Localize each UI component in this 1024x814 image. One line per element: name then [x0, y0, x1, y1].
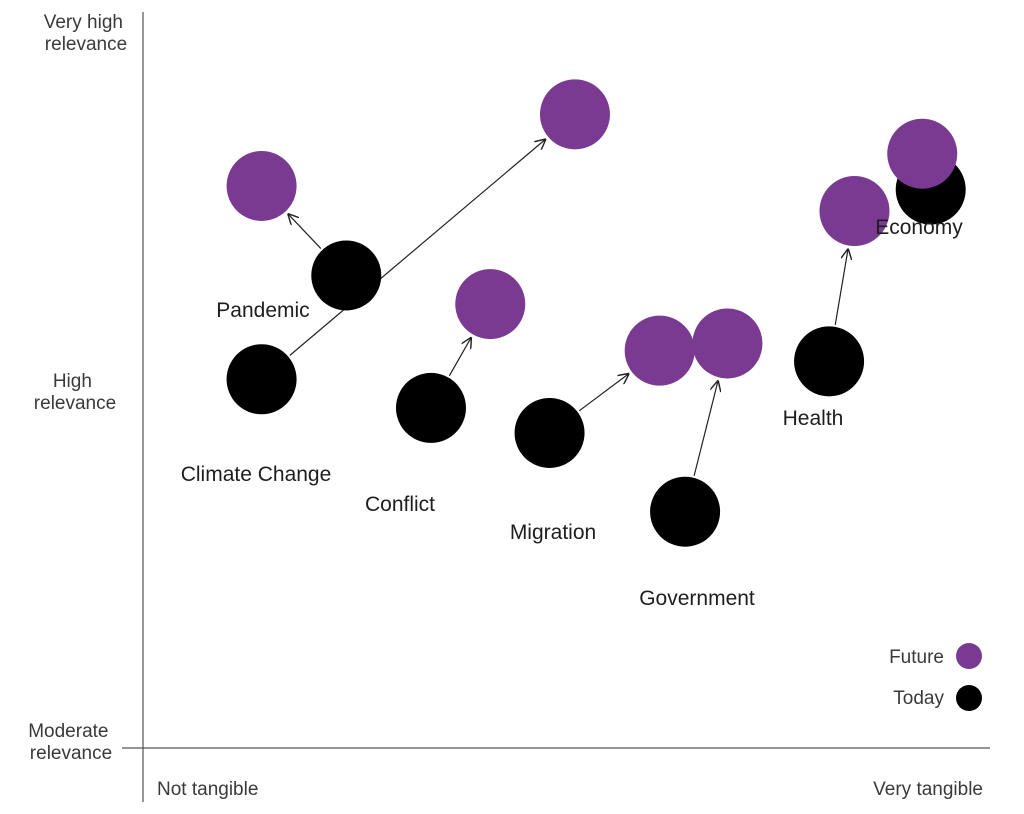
- arrow-health: [834, 248, 848, 325]
- point-future-health: [819, 176, 890, 246]
- point-today-climate-change: [226, 344, 297, 415]
- x-label-not-tangible: Not tangible: [157, 779, 258, 800]
- arrow-climate-change: [289, 139, 546, 356]
- arrow-government: [693, 380, 718, 476]
- point-today-pandemic: [311, 240, 382, 311]
- point-future-government: [692, 308, 763, 379]
- point-future-migration: [624, 315, 695, 386]
- arrows-layer: [288, 139, 848, 476]
- category-label-migration: Migration: [510, 521, 596, 544]
- category-label-pandemic: Pandemic: [216, 299, 309, 322]
- point-today-health: [794, 326, 865, 397]
- point-future-economy: [887, 118, 958, 189]
- x-label-very-tangible: Very tangible: [873, 779, 983, 800]
- category-label-government: Government: [639, 587, 755, 610]
- points-layer: [226, 79, 966, 547]
- category-label-economy: Economy: [875, 216, 963, 239]
- arrow-pandemic: [288, 214, 322, 249]
- point-future-pandemic: [226, 150, 297, 221]
- point-today-migration: [514, 397, 585, 468]
- category-label-health: Health: [783, 407, 844, 430]
- legend-marker-future: [956, 643, 982, 669]
- point-future-conflict: [455, 269, 526, 340]
- legend: Future Today: [889, 643, 982, 711]
- legend-label-today: Today: [893, 688, 944, 709]
- category-label-conflict: Conflict: [365, 493, 435, 516]
- arrow-conflict: [448, 337, 471, 377]
- y-label-high: High relevance: [34, 371, 116, 414]
- category-label-climate-change: Climate Change: [181, 463, 332, 486]
- y-label-moderate: Moderate relevance: [28, 721, 114, 764]
- point-today-conflict: [395, 372, 466, 443]
- point-today-government: [650, 476, 721, 547]
- point-future-climate-change: [539, 79, 610, 150]
- arrow-migration: [578, 373, 629, 412]
- y-label-very-high: Very high relevance: [44, 12, 129, 55]
- legend-marker-today: [956, 685, 982, 711]
- legend-label-future: Future: [889, 647, 944, 668]
